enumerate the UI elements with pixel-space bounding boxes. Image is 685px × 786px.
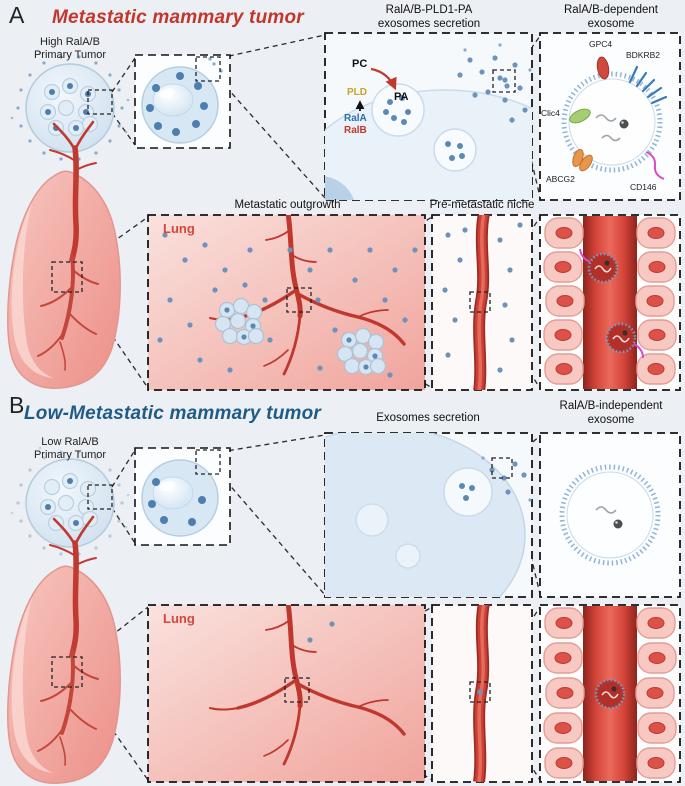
secretion-box-title-a-line1: RalA/B-PLD1-PA [385,4,473,16]
outgrowth-inset-a [147,214,426,391]
zoom-rect-lung-a [51,261,83,293]
lung-label-b: Lung [163,611,195,626]
exosome-box-title-b-line2: exosome [587,413,635,426]
protein-label-abcg2: ABCG2 [546,174,575,184]
panel-a-label: A [9,2,25,28]
cd146-protein [645,151,665,180]
exosome-box-title-b-line1: RalA/B-independent [559,400,663,412]
exosome-box-title-a-line1: RalA/B-dependent [564,4,658,16]
label-pa: PA [394,91,409,103]
lung-inset-b [147,604,426,783]
panel-a-title: Metastatic mammary tumor [52,7,304,28]
clic4-protein [569,108,591,124]
vessel-inset-b [539,604,681,783]
gpc4-protein [596,56,610,80]
tumor-cell-inset-a [134,54,231,149]
zoom-rect-tumor-a [87,89,113,115]
niche-inset-a [431,214,533,391]
protein-label-cd146: CD146 [630,182,657,192]
bdkrb2-protein [628,65,668,105]
lung-label-a: Lung [163,221,195,236]
exosome-in-vessel [587,252,619,284]
secretion-inset-a [324,32,533,201]
exosome-cargo [595,114,629,142]
outgrowth-box-title: Metastatic outgrowth [234,199,341,211]
primary-tumor-label-a-line1: High RalA/B [40,36,100,48]
secretion-box-title-b: Exosomes secretion [376,412,480,424]
protein-label-bdkrb2: BDKRB2 [626,50,661,60]
protein-label-clic4: Clic4 [541,108,560,118]
exosome-box-title-a: RalA/B-dependent exosome [545,4,677,31]
primary-tumor-a [10,51,130,161]
tumor-cell-inset-b [134,447,231,546]
primary-tumor-label-a-line2: Primary Tumor [33,48,107,61]
exosome-inset-b [539,432,681,598]
exosome-box-title-b: RalA/B-independent exosome [545,400,677,427]
label-ralb: RalB [344,125,367,136]
panel-b-title: Low-Metastatic mammary tumor [24,403,322,424]
secretion-box-title-a-line2: exosomes secretion [377,17,481,30]
exosome-in-vessel [605,322,637,354]
secretion-inset-b [324,432,533,598]
primary-tumor-label-b-line2: Primary Tumor [33,448,107,461]
exosome-cargo [595,506,623,529]
exosome-in-vessel [594,678,626,710]
panel-b-label: B [9,392,25,418]
primary-tumor-label-b-line1: Low RalA/B [41,436,99,448]
niche-inset-b [431,604,533,783]
label-pc: PC [352,58,368,70]
exosome-box-title-a-line2: exosome [587,17,635,30]
label-rala: RalA [344,113,367,124]
vessel-inset-a [539,214,681,391]
niche-box-title: Pre-metastatic niche [429,199,535,211]
primary-tumor-label-a: High RalA/B Primary Tumor [14,36,126,62]
abcg2-protein [572,148,593,172]
label-pld: PLD [347,87,367,98]
secretion-box-title-a: RalA/B-PLD1-PA exosomes secretion [343,4,515,31]
exosome-inset-a [539,32,681,201]
primary-tumor-label-b: Low RalA/B Primary Tumor [14,436,126,462]
pc-to-pa-arrow [370,67,397,91]
primary-tumor-b [10,446,130,556]
zoom-rect-tumor-b [87,484,113,510]
protein-label-gpc4: GPC4 [589,39,613,49]
zoom-rect-lung-b [51,656,83,688]
